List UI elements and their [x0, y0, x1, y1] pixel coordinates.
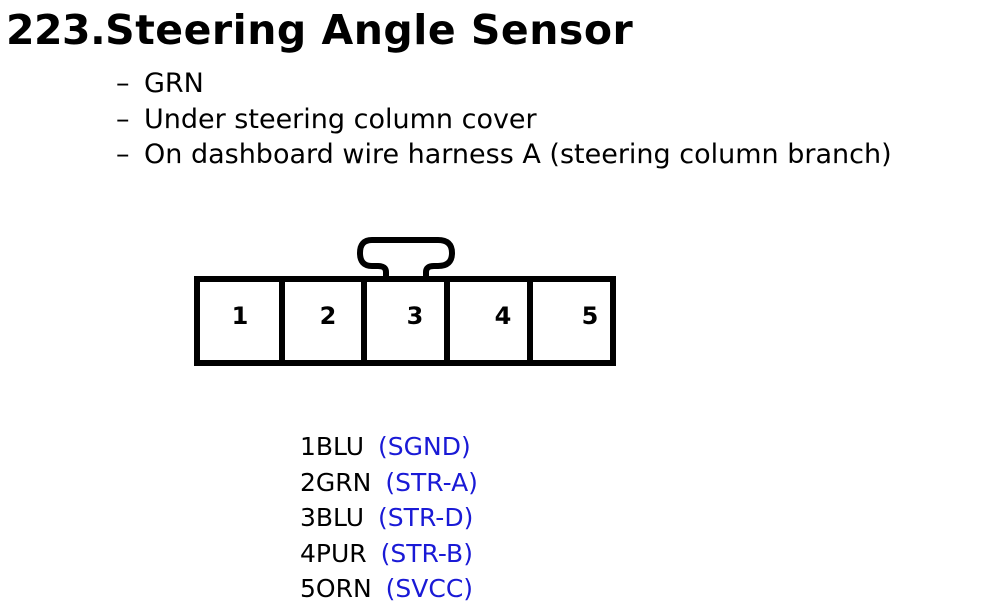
note-item: –Under steering column cover [116, 102, 892, 138]
pin-row: 1BLU (SGND) [300, 429, 478, 465]
wire-color: ORN [315, 574, 372, 604]
pin-number: 3 [300, 503, 316, 533]
dash-icon: – [116, 139, 130, 170]
cavity-label: 4 [495, 302, 512, 330]
signal-name: (SGND) [378, 432, 471, 461]
note-text: On dashboard wire harness A (steering co… [144, 139, 892, 170]
pin-list: 1BLU(SGND) 2GRN(STR-A) 3BLU(STR-D) 4PUR(… [300, 429, 478, 607]
cavity-label: 3 [407, 302, 424, 330]
pin-number: 5 [300, 574, 316, 604]
pin-number: 1 [300, 432, 316, 461]
cavity-label: 2 [320, 302, 337, 330]
pin-row: 3BLU (STR-D) [300, 500, 478, 536]
locking-tab [357, 237, 455, 282]
signal-name: (STR-B) [380, 538, 473, 568]
page-title: 223.Steering Angle Sensor [6, 4, 633, 56]
dash-icon: – [116, 68, 130, 99]
note-text: GRN [144, 68, 204, 99]
notes-list: –GRN –Under steering column cover –On da… [116, 66, 892, 173]
section-number: 223. [6, 6, 106, 54]
pin-row: 4PUR (STR-B) [300, 536, 478, 572]
note-text: Under steering column cover [144, 103, 537, 135]
pin-row: 2GRN (STR-A) [300, 465, 478, 501]
note-item: –On dashboard wire harness A (steering c… [116, 137, 892, 173]
wire-color: GRN [315, 467, 372, 497]
dash-icon: – [116, 103, 130, 135]
wire-color: BLU [315, 432, 365, 461]
cavity-label: 1 [232, 302, 249, 330]
cavity-label: 5 [582, 302, 599, 330]
pin-number: 4 [300, 538, 316, 568]
title-text: Steering Angle Sensor [105, 6, 634, 54]
signal-name: (STR-A) [385, 467, 478, 497]
note-item: –GRN [116, 66, 892, 102]
connector-housing [194, 276, 616, 366]
pin-row: 5ORN (SVCC) [300, 571, 478, 607]
wire-color: PUR [315, 538, 367, 568]
wire-color: BLU [315, 503, 365, 533]
signal-name: (STR-D) [378, 503, 474, 533]
pin-number: 2 [300, 467, 316, 497]
signal-name: (SVCC) [385, 574, 474, 604]
